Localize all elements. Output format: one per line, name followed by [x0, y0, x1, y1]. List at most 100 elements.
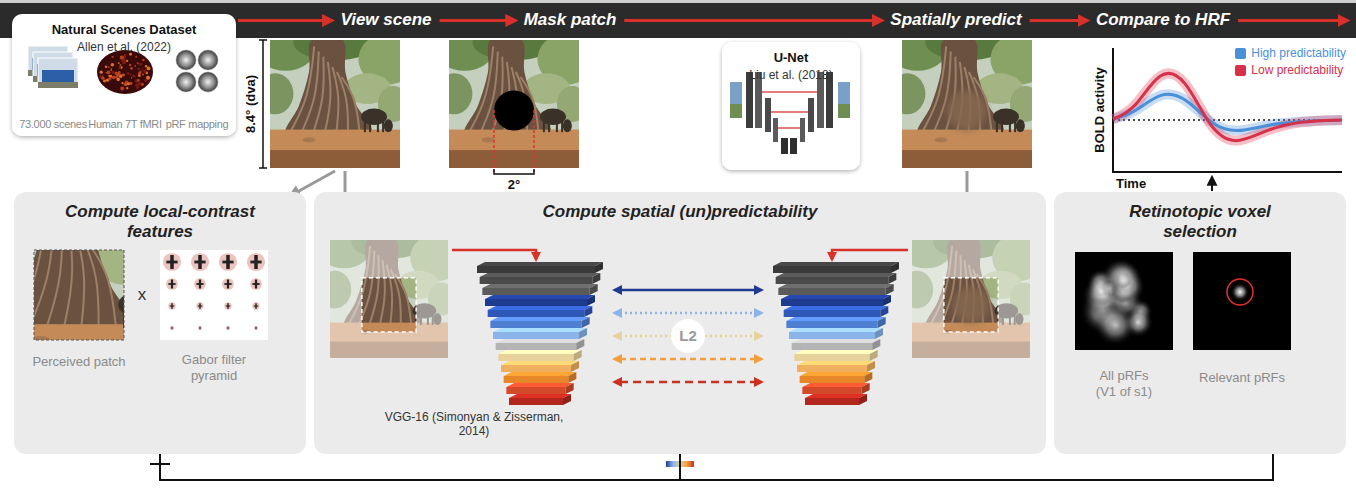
dataset-box: [144, 70, 146, 72]
network-stack: [571, 361, 579, 372]
text-holder: Compare to HRF: [1053, 10, 1273, 30]
scene-photo: [382, 121, 384, 133]
network-stack: [506, 387, 565, 394]
gabor-pyramid: [199, 327, 201, 330]
network-stack: [802, 383, 869, 387]
feed-arrow: [832, 250, 908, 260]
process-panel: Compute spatial (un)predictabilityVGG-16…: [314, 192, 1046, 454]
dataset-box: [146, 76, 150, 80]
text-holder: x: [130, 285, 154, 305]
hrf-chart: [1113, 73, 1342, 140]
text-holder: All pRFs (V1 of s1): [1089, 368, 1159, 400]
comparison-arrow: [612, 354, 622, 364]
gabor-pyramid: [222, 261, 233, 264]
panel-title: Compute spatial (un)predictability: [543, 202, 818, 222]
predicted-photo: [1014, 121, 1016, 133]
gabor-pyramid: [163, 253, 181, 271]
caption: Human 7T fMRI: [88, 118, 162, 131]
masked-photo: [464, 40, 551, 141]
dataset-box: [129, 64, 131, 66]
patch-photo: [46, 250, 62, 330]
network-stack: [496, 343, 577, 350]
scene-photo: [270, 73, 293, 114]
feed-arrow: [452, 250, 536, 260]
model-box: [765, 98, 771, 132]
dataset-box: [126, 87, 128, 89]
dataset-box: [12, 14, 236, 136]
dataset-box: [97, 50, 153, 94]
process-panel: Retinotopic voxel selectionAll pRFs (V1 …: [1054, 192, 1346, 454]
network-stack: [805, 394, 867, 398]
dataset-box: [131, 77, 132, 78]
stage-arrow: [1030, 19, 1088, 22]
gabor-pyramid: [160, 250, 268, 340]
gabor-pyramid: [227, 327, 229, 330]
predicted-photo: [917, 40, 1004, 141]
dataset-box: [130, 74, 132, 76]
stage-arrow: [238, 19, 332, 22]
network-stack: [496, 339, 585, 343]
stage-label: Mask patch: [524, 10, 617, 30]
dataset-box: [126, 87, 128, 89]
network-stack: [786, 321, 877, 328]
network-stack: [488, 310, 585, 317]
comparison-arrow: [754, 285, 764, 295]
prf-map: [1227, 279, 1253, 305]
patch-photo: [34, 336, 50, 340]
dataset-box: [38, 82, 78, 88]
gabor-pyramid: [226, 326, 230, 330]
masked-photo: [543, 121, 545, 133]
scene-photo: [285, 40, 372, 141]
axis-title: BOLD activity: [1091, 67, 1109, 152]
network-stack: [509, 398, 563, 405]
legend: High predictabilityLow predictability: [1235, 46, 1346, 81]
network-stack: [506, 383, 573, 387]
predicted-photo: [902, 73, 925, 114]
dataset-box: [117, 72, 121, 76]
selection-arrow: [1211, 177, 1213, 191]
comparison-arrow: [612, 308, 622, 318]
selection-arrow: [1212, 177, 1213, 191]
scene-photo: [377, 121, 379, 133]
predicted-photo: [996, 121, 998, 133]
gabor-pyramid: [171, 327, 173, 330]
dataset-box: [108, 77, 111, 80]
scene-photo: [332, 67, 338, 134]
legend-swatch: [1235, 65, 1246, 76]
predicted-photo: [889, 25, 1048, 168]
dataset-box: [119, 67, 122, 70]
dataset-box: [38, 58, 78, 88]
network-stack: [781, 299, 883, 306]
masked-photo: [561, 121, 563, 133]
gabor-pyramid: [166, 278, 178, 290]
network-stack: [773, 262, 899, 266]
scene-photo: [270, 40, 400, 168]
model-box: [730, 104, 742, 118]
gabor-pyramid: [198, 326, 202, 330]
network-stack: [490, 317, 589, 321]
dataset-box: [126, 87, 128, 89]
network-stack: [800, 372, 873, 376]
dimension-bracket: [259, 40, 267, 168]
network-stack: [498, 350, 581, 354]
network-stack: [501, 361, 579, 365]
network-stack: [805, 398, 859, 405]
prf-map: [1231, 283, 1249, 301]
citation: Allen et al. (2022): [77, 40, 171, 54]
predicted-photo: [900, 226, 1044, 358]
caption: Perceived patch: [32, 354, 125, 370]
comparison-arrow: [620, 312, 756, 315]
comparison-arrow: [612, 285, 764, 387]
dataset-box: [134, 65, 135, 66]
model-box: [808, 98, 814, 132]
gabor-pyramid: [252, 302, 259, 309]
gabor-pyramid: [255, 327, 257, 329]
stage-label: Spatially predict: [890, 10, 1021, 30]
gabor-pyramid: [194, 278, 206, 290]
predicted-photo: [944, 278, 998, 332]
model-box: [838, 104, 850, 118]
connector-line: [160, 454, 1273, 480]
dataset-box: [129, 64, 131, 66]
masked-photo: [482, 137, 495, 142]
network-stack: [800, 376, 865, 383]
